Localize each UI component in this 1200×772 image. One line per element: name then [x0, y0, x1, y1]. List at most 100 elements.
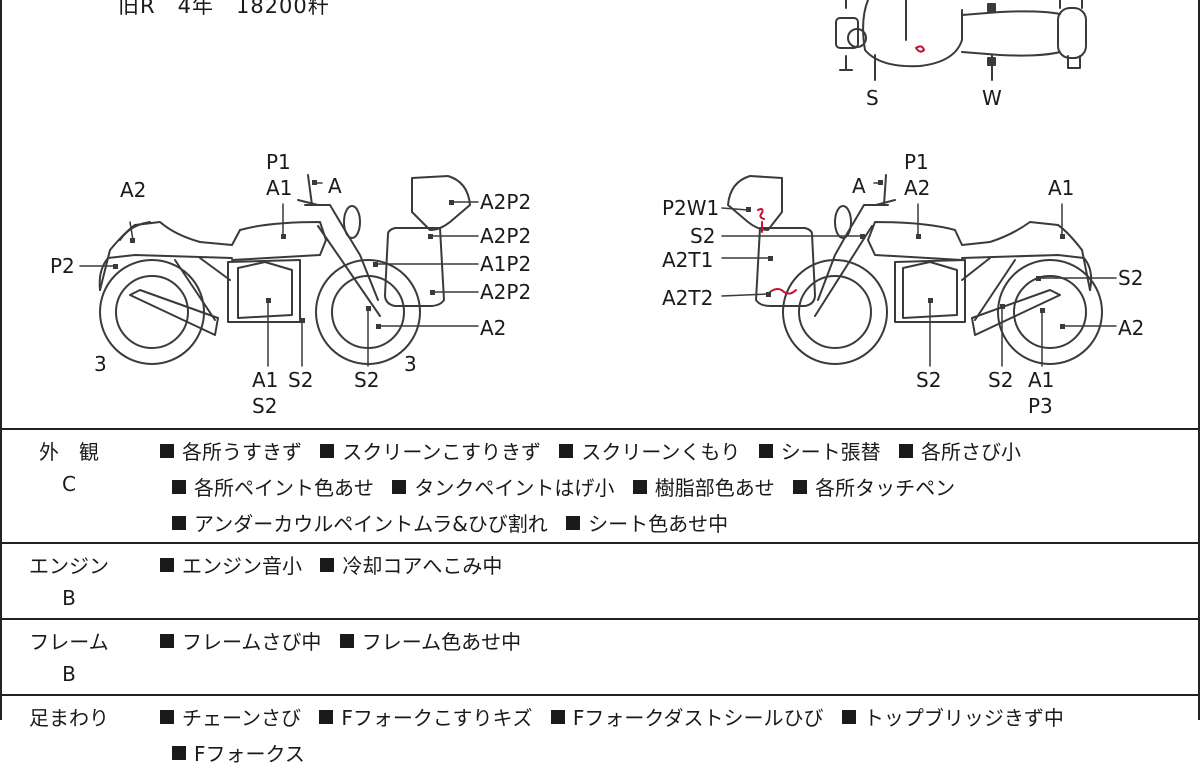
- left-label-cowl-mid: A1P2: [480, 252, 532, 276]
- top-view-label-left: S: [866, 86, 879, 110]
- defect-item: フレームさび中: [160, 630, 321, 654]
- category-grade: C: [62, 472, 76, 496]
- right-side-motorcycle: [727, 174, 1103, 365]
- defect-items-cell: 各所うすきず スクリーンこすりきず スクリーンくもり シート張替 各所さび小 各…: [138, 428, 1200, 543]
- bullet-square-icon: [320, 558, 335, 572]
- top-view-motorcycle: [835, 0, 1087, 81]
- bullet-square-icon: [160, 634, 174, 648]
- left-label-front-wheel: A2: [480, 316, 507, 340]
- defect-item-text: シート色あせ中: [588, 512, 729, 536]
- sheet-border-right: [1198, 0, 1200, 720]
- defect-item-text: フレーム色あせ中: [361, 630, 522, 654]
- right-leader-lines: [721, 182, 1117, 367]
- defect-item: トップブリッジきず中: [841, 706, 1064, 730]
- defect-item-text: チェーンさび: [182, 706, 301, 730]
- left-label-engine-a: A1: [252, 368, 279, 392]
- defect-item-text: 各所タッチペン: [815, 476, 956, 500]
- left-label-tail: P2: [50, 254, 75, 278]
- damage-diagram: 旧R 4年 18200粁: [50, 0, 1145, 418]
- bullet-square-icon: [172, 746, 186, 760]
- report-row: 足まわり チェーンさび Fフォークこすりキズ Fフォークダストシールひび トップブ…: [0, 694, 1200, 772]
- defect-item-text: 各所さび小: [921, 440, 1022, 464]
- right-label-screen-top: P2W1: [662, 196, 720, 220]
- defect-items-cell: チェーンさび Fフォークこすりキズ Fフォークダストシールひび トップブリッジき…: [138, 694, 1200, 772]
- right-label-cowl-lower: A2T2: [662, 286, 714, 310]
- bullet-square-icon: [566, 516, 581, 530]
- bullet-square-icon: [899, 444, 914, 458]
- right-label-engine-a: A1: [1028, 368, 1055, 392]
- defect-item: スクリーンくもり: [559, 440, 740, 464]
- defect-item-text: アンダーカウルペイントムラ&ひび割れ: [194, 512, 548, 536]
- defect-item: Fフォークス: [172, 742, 305, 766]
- left-label-cowl-upper: A2P2: [480, 224, 532, 248]
- right-label-tank-mid: A2: [904, 176, 931, 200]
- defect-item: 各所うすきず: [160, 440, 302, 464]
- defect-item: シート色あせ中: [566, 512, 728, 536]
- defect-item: フレーム色あせ中: [339, 630, 522, 654]
- defect-item: チェーンさび: [160, 706, 301, 730]
- bullet-square-icon: [160, 558, 174, 572]
- category-grade: B: [62, 662, 76, 686]
- left-label-screen-top: A2P2: [480, 190, 532, 214]
- bullet-square-icon: [172, 480, 186, 494]
- defect-item-text: スクリーンくもり: [581, 440, 741, 464]
- defect-item: Fフォークこすりキズ: [319, 706, 532, 730]
- left-label-engine-s-lower: S2: [252, 394, 278, 418]
- left-label-front-wheel-num: 3: [404, 352, 417, 376]
- category-grade: B: [62, 586, 76, 610]
- bullet-square-icon: [319, 710, 334, 724]
- motorcycle-diagram-illustration: [79, 0, 1117, 367]
- left-leader-lines: [79, 182, 479, 367]
- marker-dots: [113, 180, 1065, 329]
- right-label-engine-p: P3: [1028, 394, 1053, 418]
- defect-item: シート張替: [758, 440, 881, 464]
- bullet-square-icon: [793, 480, 808, 494]
- bullet-square-icon: [320, 444, 335, 458]
- defect-items-cell: フレームさび中 フレーム色あせ中: [138, 618, 1200, 695]
- defect-item-text: 各所ペイント色あせ: [194, 476, 374, 500]
- defect-item: Fフォークダストシールひび: [550, 706, 824, 730]
- category-name: 足まわり: [29, 706, 109, 730]
- right-label-cowl-mid: A2T1: [662, 248, 714, 272]
- bullet-square-icon: [160, 444, 174, 458]
- right-label-rear-wheel: A2: [1118, 316, 1145, 340]
- defect-item-text: エンジン音小: [182, 554, 302, 578]
- defect-item: 樹脂部色あせ: [632, 476, 775, 500]
- defect-item: 冷却コアへこみ中: [320, 554, 502, 578]
- left-label-tank-top: P1: [266, 150, 291, 174]
- defect-item-text: フレームさび中: [182, 630, 322, 654]
- sheet-border-left: [0, 0, 2, 720]
- defect-item-text: 樹脂部色あせ: [654, 476, 775, 500]
- bullet-square-icon: [339, 634, 354, 648]
- left-label-cowl-lower: A2P2: [480, 280, 532, 304]
- defect-item-text: Fフォークこすりキズ: [341, 706, 533, 730]
- defect-item-text: Fフォークダストシールひび: [572, 706, 824, 730]
- defect-items-cell: エンジン音小 冷却コアへこみ中: [138, 542, 1200, 619]
- top-view-label-right: W: [982, 86, 1002, 110]
- left-side-motorcycle: [98, 174, 471, 365]
- defect-item-text: トップブリッジきず中: [863, 706, 1064, 730]
- left-label-tank-mid: A1: [266, 176, 293, 200]
- defect-item-text: タンクペイントはげ小: [414, 476, 615, 500]
- right-label-tail: A1: [1048, 176, 1075, 200]
- defect-item: アンダーカウルペイントムラ&ひび割れ: [172, 512, 548, 536]
- left-label-engine-s: S2: [288, 368, 314, 392]
- defect-item: スクリーンこすりきず: [320, 440, 541, 464]
- bullet-square-icon: [559, 444, 574, 458]
- right-label-screen-s: S2: [690, 224, 716, 248]
- defect-item-text: シート張替: [780, 440, 881, 464]
- defect-item-text: 冷却コアへこみ中: [342, 554, 503, 578]
- right-label-fork-s: S2: [916, 368, 942, 392]
- defect-item: 各所タッチペン: [793, 476, 955, 500]
- defect-item-text: 各所うすきず: [182, 440, 302, 464]
- inspection-note: 旧R 4年 18200粁: [118, 0, 330, 18]
- left-label-seat-rear: A2: [120, 178, 147, 202]
